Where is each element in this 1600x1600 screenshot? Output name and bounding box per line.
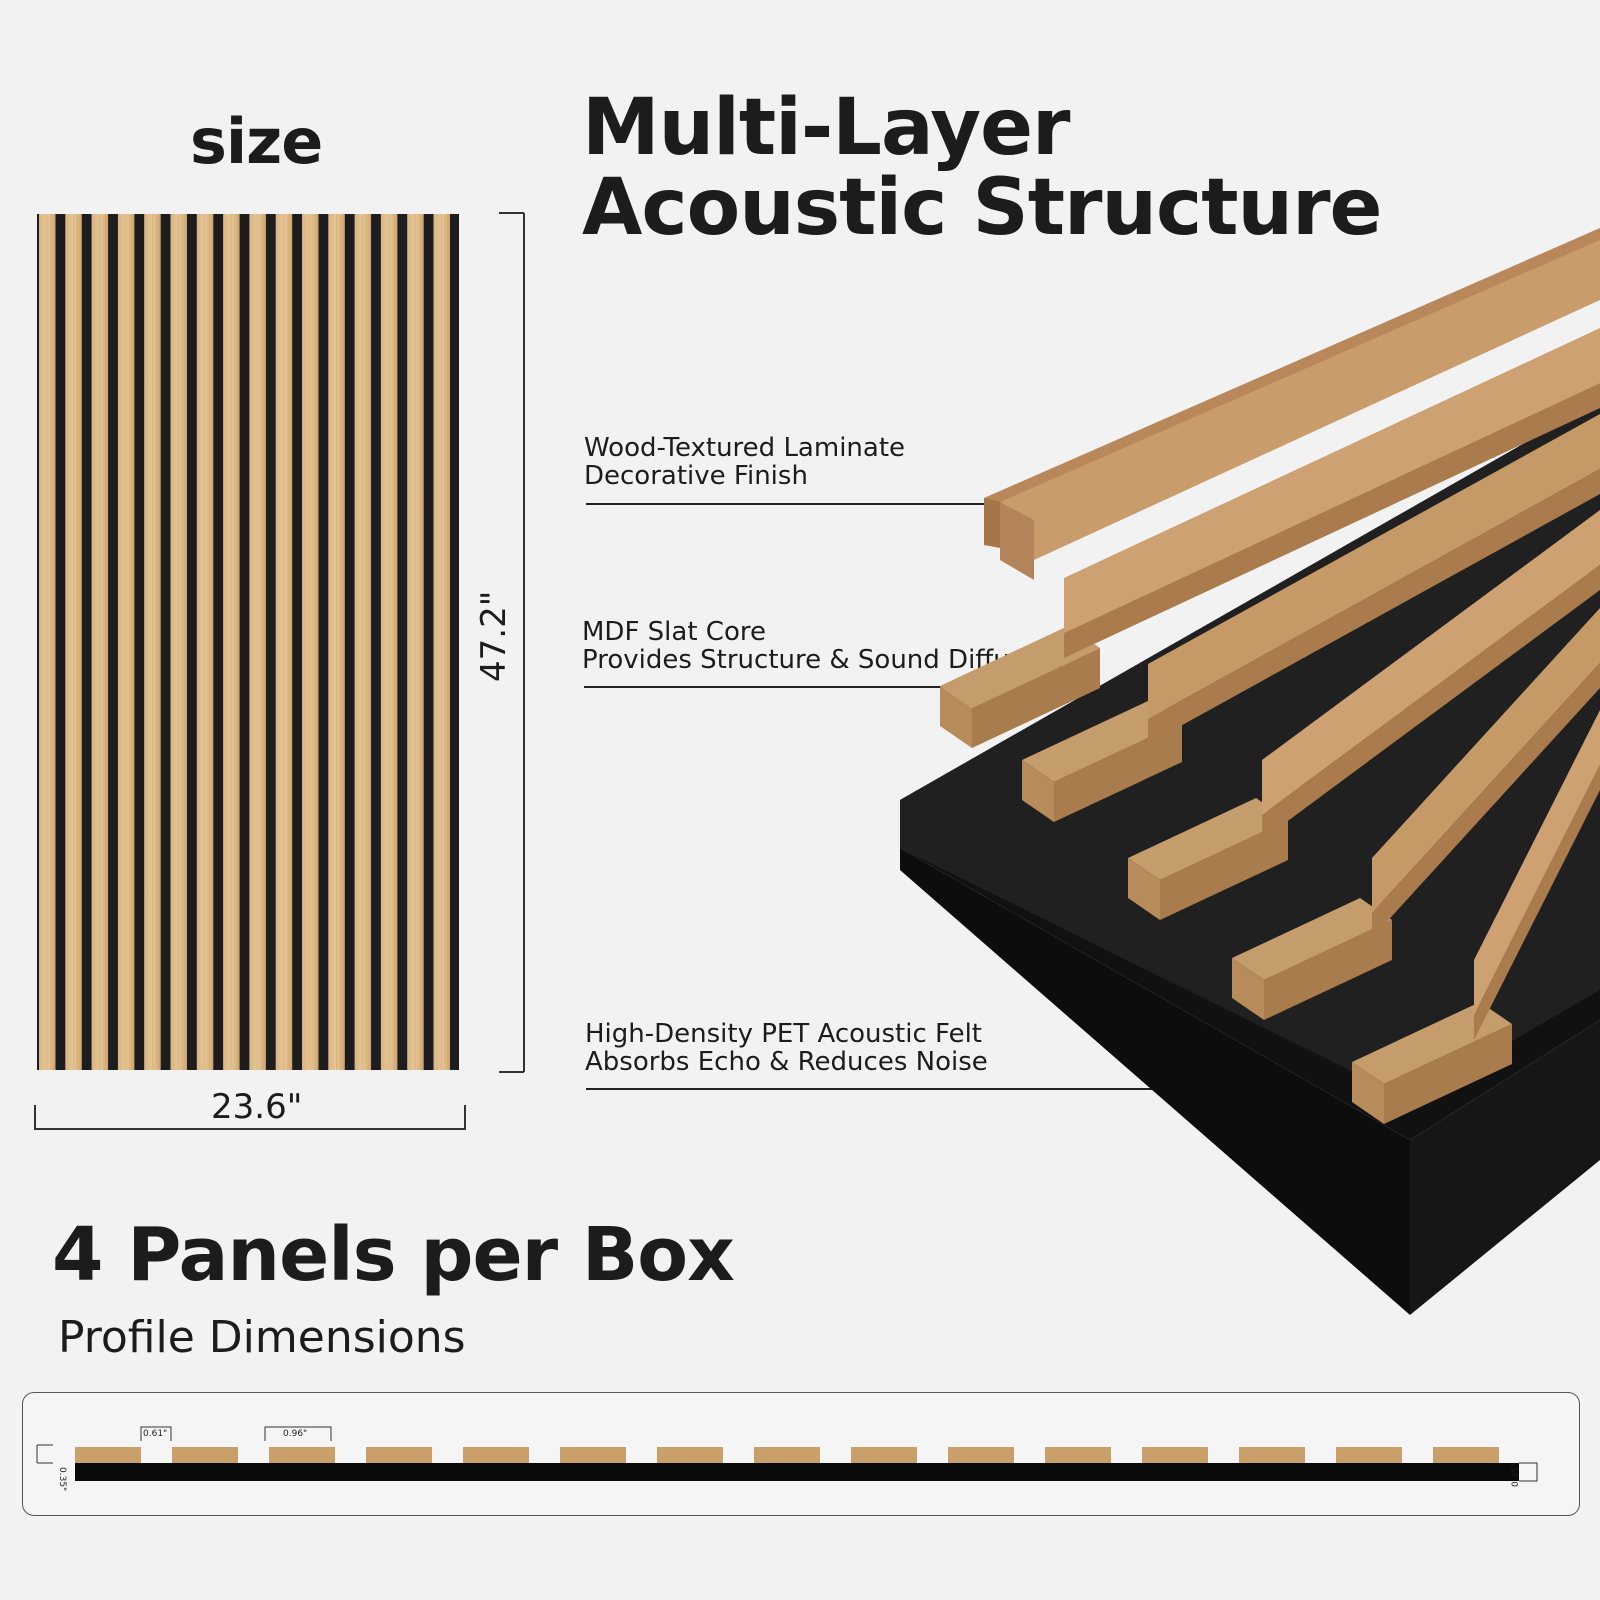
mdf-core-side [1160, 820, 1288, 920]
width-dimension-line [34, 1105, 466, 1130]
mdf-core-end [1352, 1062, 1384, 1124]
profile-dimensions-box: 0.61" 0.96" 0.35" 0.35" [22, 1392, 1580, 1516]
slat-height-label: 0.35" [57, 1467, 67, 1492]
profile-slat [269, 1447, 335, 1463]
laminated-slat [1064, 328, 1600, 633]
laminated-slat [1372, 608, 1600, 913]
laminated-slat [1474, 710, 1600, 1015]
laminate-shell [984, 228, 1600, 580]
layer-label-felt-title: High-Density PET Acoustic Felt [585, 1019, 982, 1049]
laminated-slats [1064, 328, 1600, 1040]
mdf-core-side [972, 648, 1100, 748]
main-title: Multi-Layer Acoustic Structure [582, 83, 1382, 253]
profile-slat [948, 1447, 1014, 1463]
slat-pitch-label: 0.96" [283, 1429, 308, 1439]
laminated-slat-side [1474, 765, 1600, 1040]
slat-width-marker [140, 1426, 172, 1441]
profile-slat [463, 1447, 529, 1463]
left-height-marker [36, 1444, 53, 1464]
profile-felt-strip [75, 1463, 1519, 1481]
mdf-core-side [1264, 920, 1392, 1020]
main-title-line1: Multi-Layer [582, 83, 1070, 173]
mdf-core-end [940, 686, 972, 748]
height-label: 47.2" [474, 590, 514, 682]
mdf-core-top [1352, 1002, 1512, 1084]
mdf-core-top [1128, 798, 1288, 880]
felt-height-label: 0.35" [1511, 1462, 1521, 1487]
mdf-core-top [940, 626, 1100, 708]
profile-slat [366, 1447, 432, 1463]
mdf-core-side [1054, 722, 1182, 822]
panel-front-image [37, 214, 459, 1070]
main-title-line2: Acoustic Structure [582, 163, 1382, 253]
exploded-layers-illustration [584, 228, 1600, 1315]
profile-slat [1142, 1447, 1208, 1463]
width-label: 23.6" [211, 1087, 303, 1127]
profile-slat [1239, 1447, 1305, 1463]
profile-slat [1336, 1447, 1402, 1463]
slat-pitch-marker [264, 1426, 332, 1441]
mdf-core-end [1232, 958, 1264, 1020]
profile-slat [657, 1447, 723, 1463]
profile-slat [1433, 1447, 1499, 1463]
laminated-slat-side [1372, 663, 1600, 938]
mdf-core-side [1384, 1024, 1512, 1124]
profile-slat [172, 1447, 238, 1463]
laminated-slat-side [1148, 469, 1600, 744]
profile-slat [1045, 1447, 1111, 1463]
mdf-core-end [1022, 760, 1054, 822]
profile-dimensions-title: Profile Dimensions [58, 1312, 466, 1363]
layer-label-mdf-title: MDF Slat Core [582, 617, 766, 647]
layer-label-laminate-desc: Decorative Finish [584, 461, 808, 491]
laminated-slat-side [1262, 565, 1600, 840]
size-title: size [190, 105, 323, 178]
layer-label-laminate: Wood-Textured Laminate Decorative Finish [584, 434, 905, 490]
panels-per-box-title: 4 Panels per Box [52, 1212, 735, 1298]
mdf-core-top [1232, 898, 1392, 980]
profile-slat [75, 1447, 141, 1463]
laminated-slat [1262, 510, 1600, 815]
profile-slat [560, 1447, 626, 1463]
mdf-core-end [1128, 858, 1160, 920]
right-height-marker [1519, 1462, 1538, 1482]
profile-slat [754, 1447, 820, 1463]
layer-label-felt: High-Density PET Acoustic Felt Absorbs E… [585, 1020, 988, 1076]
layer-label-felt-desc: Absorbs Echo & Reduces Noise [585, 1047, 988, 1077]
profile-diagram [36, 1426, 1538, 1482]
mdf-core-top [1022, 700, 1182, 782]
slat-width-label: 0.61" [143, 1429, 168, 1439]
layer-label-laminate-title: Wood-Textured Laminate [584, 433, 906, 463]
profile-slat [851, 1447, 917, 1463]
laminated-slat [1148, 414, 1600, 719]
laminated-slat-side [1064, 383, 1600, 658]
mdf-slat-cores [940, 626, 1512, 1124]
height-dimension-line [499, 212, 525, 1073]
